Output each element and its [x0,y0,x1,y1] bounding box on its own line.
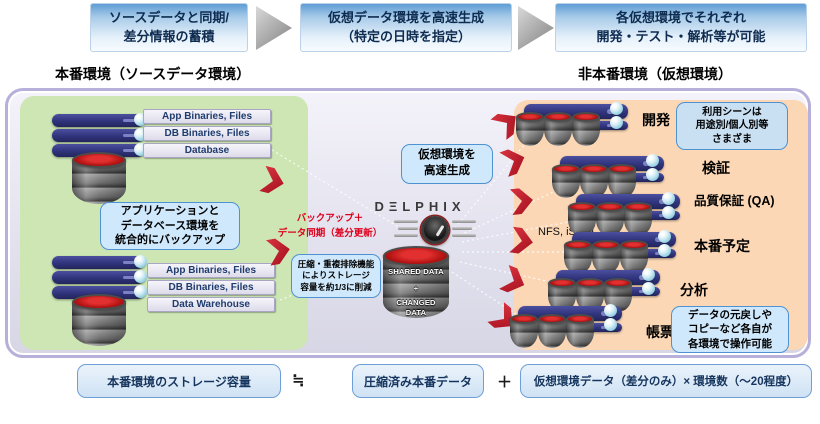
flow-arrow-icon [518,6,554,50]
formula-compressed-box: 圧縮済み本番データ [352,364,484,398]
env-label-qa: 品質保証 (QA) [694,194,775,208]
cylinder-label: SHARED DATA [388,267,444,276]
env-label-analytics: 分析 [680,282,708,298]
shared-data-cylinder: SHARED DATA + CHANGED DATA [383,246,449,318]
flow-arrow-icon [256,6,292,50]
database-cylinder-icon [72,294,126,346]
delphix-logo: DΞLPHIX [374,199,466,214]
usage-callout: 利用シーンは 用途別/個人別等 さまざま [676,102,788,150]
env-label-verify: 検証 [702,160,730,176]
backup-callout: アプリケーションと データベース環境を 統合的にバックアップ [100,202,240,250]
cylinder-label: + [413,284,419,293]
data-tag: DB Binaries, Files [143,126,271,141]
env-label-preprod: 本番予定 [694,238,750,254]
cylinder-label: CHANGED DATA [396,298,436,318]
flow-step-provision: 仮想データ環境を高速生成 （特定の日時を指定） [300,3,512,52]
flow-step-sync: ソースデータと同期/ 差分情報の蓄積 [90,3,248,52]
data-tag: Database [143,143,271,158]
formula-source-box: 本番環境のストレージ容量 [77,364,281,398]
plus-symbol: ＋ [497,374,513,391]
flow-step-use: 各仮想環境でそれぞれ 開発・テスト・解析等が可能 [555,3,807,52]
sync-note: バックアップ＋ データ同期（差分更新） [277,213,383,240]
env-label-report: 帳票 [646,324,674,340]
database-cylinder-icon [72,152,126,204]
data-tag: Data Warehouse [147,297,275,312]
right-section-title: 非本番環境（仮想環境） [578,66,732,82]
compress-callout: 圧縮・重複排除機能 によりストレージ 容量を約1/3に削減 [291,254,381,298]
provision-callout: 仮想環境を 高速生成 [401,144,493,184]
formula-virtual-box: 仮想環境データ（差分のみ）× 環境数（～20程度） [520,364,812,398]
data-tag: DB Binaries, Files [147,280,275,295]
data-tag: App Binaries, Files [143,109,271,124]
data-tag: App Binaries, Files [147,263,275,278]
approx-symbol: ≒ [292,372,305,389]
operation-callout: データの元戻しや コピーなど各自が 各環境で操作可能 [671,306,789,353]
left-section-title: 本番環境（ソースデータ環境） [55,66,251,82]
env-label-dev: 開発 [642,112,670,128]
